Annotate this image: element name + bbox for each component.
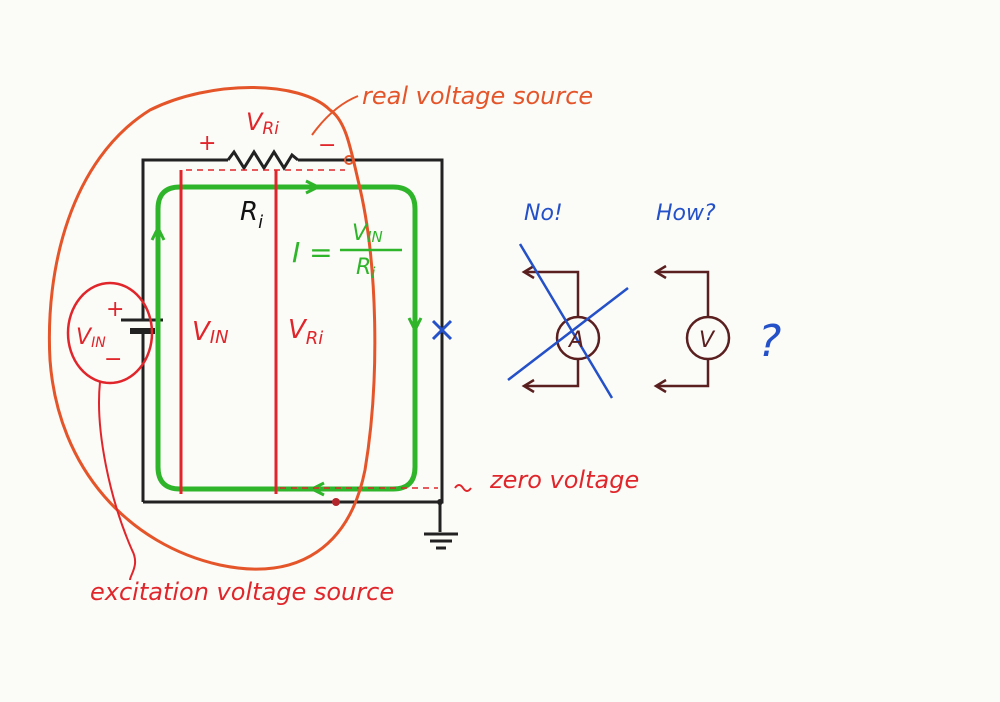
vri-line-label: VRi xyxy=(288,315,323,349)
battery-voltage-label: VIN xyxy=(76,325,106,351)
zero-voltage-label: zero voltage xyxy=(489,466,639,494)
no-label: No! xyxy=(524,201,563,226)
resistor-plus-label: + xyxy=(198,131,216,156)
resistor-ri xyxy=(226,149,299,171)
circuit-wires xyxy=(141,158,444,532)
blue-cross-mark xyxy=(431,319,453,341)
ammeter-label: A xyxy=(567,328,584,353)
question-mark: ? xyxy=(758,316,781,367)
battery-minus-label: − xyxy=(104,347,122,372)
excitation-source-pointer xyxy=(98,381,137,581)
how-label: How? xyxy=(656,201,716,226)
voltmeter-symbol xyxy=(653,264,731,394)
voltmeter-label: V xyxy=(699,328,716,353)
battery-plus-label: + xyxy=(106,297,124,322)
current-loop xyxy=(155,184,418,492)
current-formula-numerator: VIN xyxy=(352,221,383,246)
resistor-voltage-label: VRi xyxy=(246,108,279,139)
excitation-source-label: excitation voltage source xyxy=(90,578,394,606)
ground-symbol xyxy=(424,532,458,550)
real-source-outline xyxy=(47,86,377,571)
excitation-source-circle xyxy=(66,281,154,385)
vin-line-label: VIN xyxy=(192,317,229,348)
resistor-name-label: Ri xyxy=(240,197,263,233)
ammeter-crossout xyxy=(507,243,629,399)
current-formula-lhs: I = xyxy=(292,236,333,269)
current-direction-arrows xyxy=(150,179,423,497)
ammeter-symbol xyxy=(521,264,601,394)
junction-dot xyxy=(332,498,340,506)
ground-node xyxy=(437,499,443,505)
real-source-label: real voltage source xyxy=(362,82,593,110)
current-formula-denominator: Ri xyxy=(356,255,376,282)
zero-voltage-tilde xyxy=(454,484,472,492)
resistor-minus-label: − xyxy=(318,133,336,158)
real-source-pointer xyxy=(311,95,359,136)
